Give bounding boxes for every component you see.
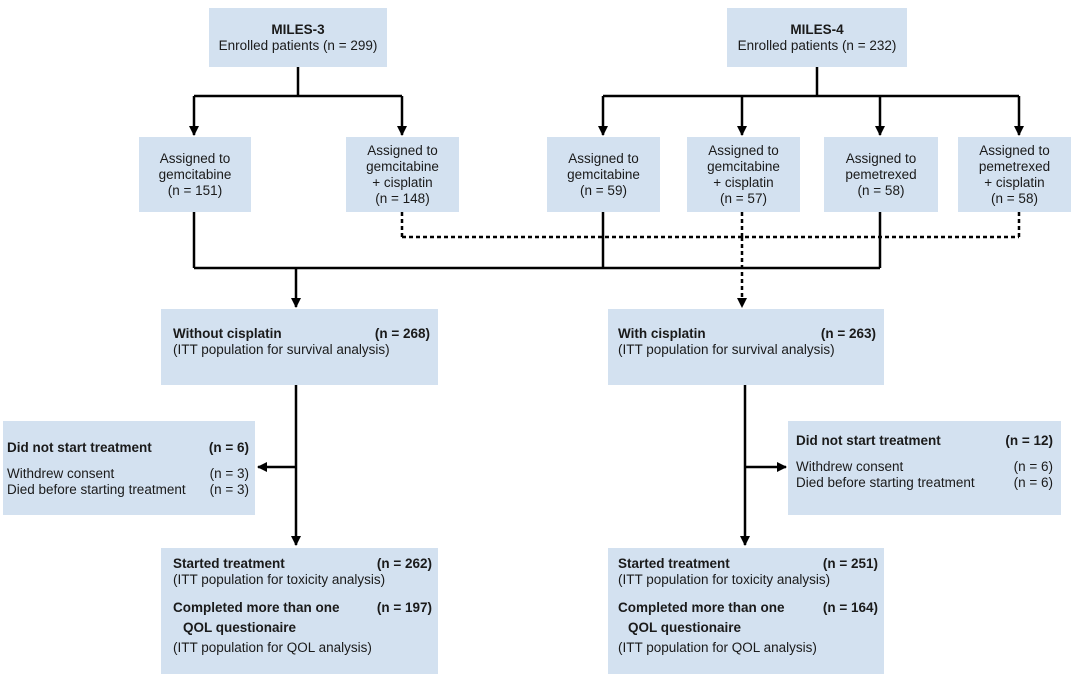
arm-box-gem-cis-m4: Assigned to gemcitabine + cisplatin (n =… (687, 137, 800, 212)
arm-count: (n = 148) (375, 190, 430, 206)
dns-left-title: Did not start treatment (7, 440, 152, 455)
miles4-enrolled: Enrolled patients (n = 232) (737, 37, 897, 53)
miles3-enrolled: Enrolled patients (n = 299) (218, 37, 378, 53)
arm-box-gemcitabine-m4: Assigned to gemcitabine (n = 59) (547, 137, 660, 212)
dns-right-reason-2-count: (n = 6) (1013, 475, 1053, 490)
arrow-to-with-head (737, 298, 747, 308)
arm-box-pemetrexed-m4: Assigned to pemetrexed (n = 58) (824, 137, 938, 212)
dns-left-reason-2-count: (n = 3) (209, 482, 249, 497)
arm-line: + cisplatin (372, 174, 433, 190)
started-treatment-left-count: (n = 262) (376, 556, 432, 571)
miles3-enrolled-box: MILES-3 Enrolled patients (n = 299) (209, 8, 387, 67)
qol-questionnaire-right: QOL questionaire (628, 620, 742, 635)
final-right-box: Started treatment (n = 251) (ITT populat… (608, 548, 884, 674)
dns-right-title: Did not start treatment (796, 433, 941, 448)
miles3-title: MILES-3 (271, 21, 325, 37)
arm-line: pemetrexed (845, 166, 917, 182)
arm-count: (n = 58) (991, 190, 1038, 206)
started-treatment-right: Started treatment (618, 556, 730, 571)
started-treatment-right-count: (n = 251) (822, 556, 878, 571)
toxicity-population-left: (ITT population for toxicity analysis) (173, 572, 386, 587)
dns-right-reason-1-count: (n = 6) (1013, 459, 1053, 474)
qol-population-right: (ITT population for QOL analysis) (618, 640, 817, 655)
dns-left-reason-1: Withdrew consent (7, 466, 115, 481)
arm-line: + cisplatin (984, 174, 1045, 190)
arm-line: gemcitabine (707, 158, 780, 174)
miles4-enrolled-box: MILES-4 Enrolled patients (n = 232) (727, 8, 907, 67)
with-cisplatin-box: With cisplatin (n = 263) (ITT population… (608, 309, 884, 385)
qol-population-left: (ITT population for QOL analysis) (173, 640, 372, 655)
arm-line: Assigned to (568, 150, 639, 166)
completed-qol-right-count: (n = 164) (822, 600, 878, 615)
dns-right-box: Did not start treatment (n = 12) Withdre… (788, 421, 1061, 515)
arm-box-gem-cis-m3: Assigned to gemcitabine + cisplatin (n =… (346, 137, 459, 212)
dns-left-reason-2: Died before starting treatment (7, 482, 186, 497)
completed-qol-left: Completed more than one (173, 600, 340, 615)
started-treatment-left: Started treatment (173, 556, 285, 571)
completed-qol-left-count: (n = 197) (376, 600, 432, 615)
dns-right-count: (n = 12) (1005, 433, 1053, 448)
arm-box-pem-cis-m4: Assigned to pemetrexed + cisplatin (n = … (958, 137, 1071, 212)
arm-line: Assigned to (159, 150, 231, 166)
arm-count: (n = 57) (720, 190, 767, 206)
arm-line: pemetrexed (978, 158, 1051, 174)
without-cisplatin-sub: (ITT population for survival analysis) (173, 342, 390, 357)
without-cisplatin-title: Without cisplatin (173, 326, 282, 341)
with-cisplatin-sub: (ITT population for survival analysis) (618, 342, 835, 357)
dns-left-box: Did not start treatment (n = 6) Withdrew… (3, 421, 255, 515)
arm-line: Assigned to (979, 142, 1050, 158)
arm-line: gemcitabine (567, 166, 640, 182)
dns-right-reason-2: Died before starting treatment (796, 475, 975, 490)
arm-count: (n = 59) (580, 182, 627, 198)
with-cisplatin-title: With cisplatin (618, 326, 706, 341)
arm-box-gemcitabine-m3: Assigned to gemcitabine (n = 151) (139, 137, 251, 212)
qol-questionnaire-left: QOL questionaire (183, 620, 297, 635)
toxicity-population-right: (ITT population for toxicity analysis) (618, 572, 831, 587)
arm-line: Assigned to (367, 142, 438, 158)
arm-count: (n = 151) (167, 182, 223, 198)
without-cisplatin-box: Without cisplatin (n = 268) (ITT populat… (161, 309, 438, 385)
miles4-title: MILES-4 (790, 21, 844, 37)
final-left-box: Started treatment (n = 262) (ITT populat… (161, 548, 438, 674)
arm-line: + cisplatin (713, 174, 774, 190)
dns-left-reason-1-count: (n = 3) (209, 466, 249, 481)
completed-qol-right: Completed more than one (618, 600, 785, 615)
dns-right-reason-1: Withdrew consent (796, 459, 904, 474)
arm-line: Assigned to (708, 142, 779, 158)
arm-line: gemcitabine (366, 158, 439, 174)
with-cisplatin-count: (n = 263) (820, 326, 876, 341)
arm-count: (n = 58) (857, 182, 905, 198)
arm-line: gemcitabine (158, 166, 232, 182)
dns-left-count: (n = 6) (208, 440, 249, 455)
without-cisplatin-count: (n = 268) (374, 326, 430, 341)
arm-line: Assigned to (845, 150, 917, 166)
